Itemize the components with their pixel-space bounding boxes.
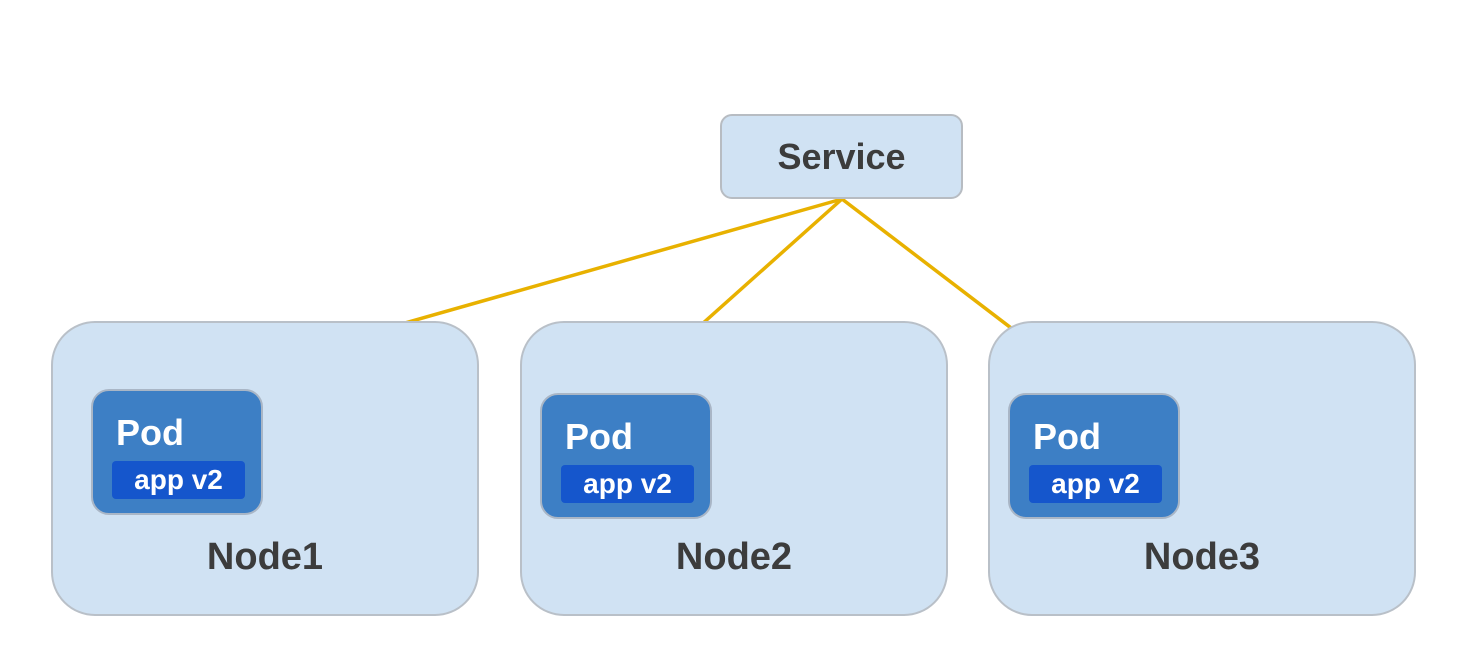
pod-label: Pod [1033, 416, 1101, 457]
pod-label: Pod [565, 416, 633, 457]
service-label: Service [777, 135, 906, 177]
node1-box[interactable]: Pod app v2 Node1 [51, 321, 479, 616]
node-label: Node3 [1143, 536, 1261, 578]
node2-box[interactable]: Pod app v2 Node2 [520, 321, 948, 616]
node-label: Node2 [675, 536, 793, 578]
app-version-label: app v2 [1051, 468, 1140, 499]
app-version-tag: app v2 [1029, 465, 1162, 503]
pod-box[interactable]: Pod app v2 [540, 393, 712, 519]
app-version-tag: app v2 [112, 461, 245, 499]
app-version-tag: app v2 [561, 465, 694, 503]
app-version-label: app v2 [583, 468, 672, 499]
pod-box[interactable]: Pod app v2 [91, 389, 263, 515]
node3-box[interactable]: Pod app v2 Node3 [988, 321, 1416, 616]
pod-box[interactable]: Pod app v2 [1008, 393, 1180, 519]
pod-label: Pod [116, 412, 184, 453]
service-box[interactable]: Service [720, 114, 963, 199]
app-version-label: app v2 [134, 464, 223, 495]
node-label: Node1 [206, 536, 324, 578]
